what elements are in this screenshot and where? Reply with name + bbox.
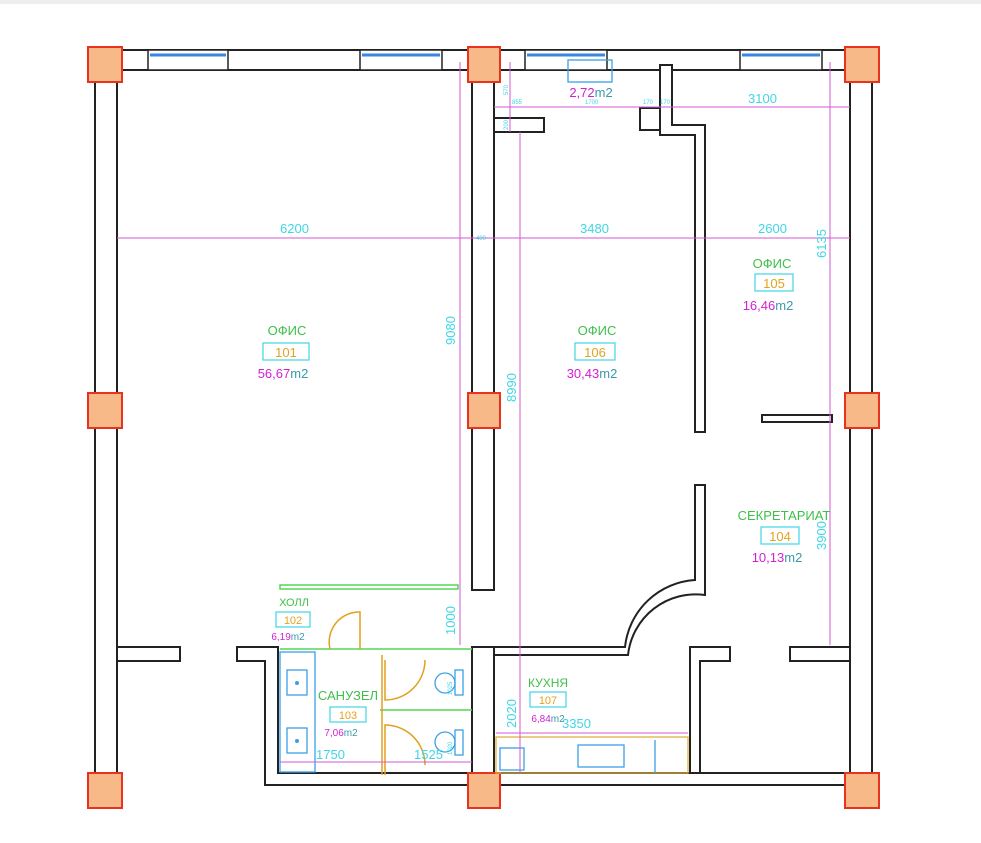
room-103: САНУЗЕЛ 103 7,06m2 [318,688,378,739]
svg-text:1020: 1020 [448,741,454,755]
svg-text:8990: 8990 [504,373,519,402]
doors [328,611,426,775]
svg-text:200: 200 [504,119,510,130]
svg-text:ОФИС: ОФИС [753,256,792,271]
top-border [0,0,981,4]
svg-text:6135: 6135 [814,229,829,258]
svg-text:3100: 3100 [748,91,777,106]
svg-text:7,06m2: 7,06m2 [324,728,358,739]
svg-text:105: 105 [763,276,785,291]
svg-text:3350: 3350 [562,716,591,731]
svg-text:1700: 1700 [585,100,599,106]
svg-text:170: 170 [643,100,654,106]
svg-text:6,19m2: 6,19m2 [271,632,305,643]
svg-text:103: 103 [339,710,357,722]
dimension-lines [117,62,850,773]
svg-text:1525: 1525 [414,747,443,762]
columns [87,46,880,809]
svg-text:3480: 3480 [580,221,609,236]
svg-text:570: 570 [504,84,510,95]
room-106: ОФИС 106 30,43m2 [567,323,618,381]
room-105: ОФИС 105 16,46m2 [743,256,794,313]
svg-text:102: 102 [284,615,302,627]
dimension-labels: 6200 3480 2600 3100 1700 855 170 170 570… [280,84,829,762]
svg-text:104: 104 [769,529,791,544]
svg-text:400: 400 [476,236,487,242]
windows [147,49,823,71]
green-partitions [279,584,472,711]
svg-text:1750: 1750 [316,747,345,762]
svg-text:1000: 1000 [443,606,458,635]
fixtures [279,59,689,774]
room-101: ОФИС 101 56,67m2 [258,323,310,381]
svg-text:56,67m2: 56,67m2 [258,366,309,381]
svg-text:6,84m2: 6,84m2 [531,714,565,725]
svg-text:2600: 2600 [758,221,787,236]
svg-text:САНУЗЕЛ: САНУЗЕЛ [318,688,378,703]
svg-text:855: 855 [512,100,523,106]
room-104: СЕКРЕТАРИАТ 104 10,13m2 [738,508,831,565]
svg-text:6200: 6200 [280,221,309,236]
svg-text:ОФИС: ОФИС [578,323,617,338]
svg-text:101: 101 [275,345,297,360]
svg-text:СЕКРЕТАРИАТ: СЕКРЕТАРИАТ [738,508,831,523]
svg-text:16,46m2: 16,46m2 [743,298,794,313]
svg-text:ХОЛЛ: ХОЛЛ [279,597,309,609]
svg-text:1025: 1025 [448,681,454,695]
room-107: КУХНЯ 107 6,84m2 [528,676,568,725]
svg-text:106: 106 [584,345,606,360]
svg-text:170: 170 [660,100,671,106]
svg-text:КУХНЯ: КУХНЯ [528,676,568,690]
svg-text:107: 107 [539,695,557,707]
svg-text:3900: 3900 [814,521,829,550]
room-102: ХОЛЛ 102 6,19m2 [271,597,311,643]
svg-text:ОФИС: ОФИС [268,323,307,338]
small-area-label: 2,72m2 [569,85,612,100]
svg-text:2020: 2020 [504,699,519,728]
svg-text:30,43m2: 30,43m2 [567,366,618,381]
svg-text:10,13m2: 10,13m2 [752,550,803,565]
svg-text:9080: 9080 [443,316,458,345]
